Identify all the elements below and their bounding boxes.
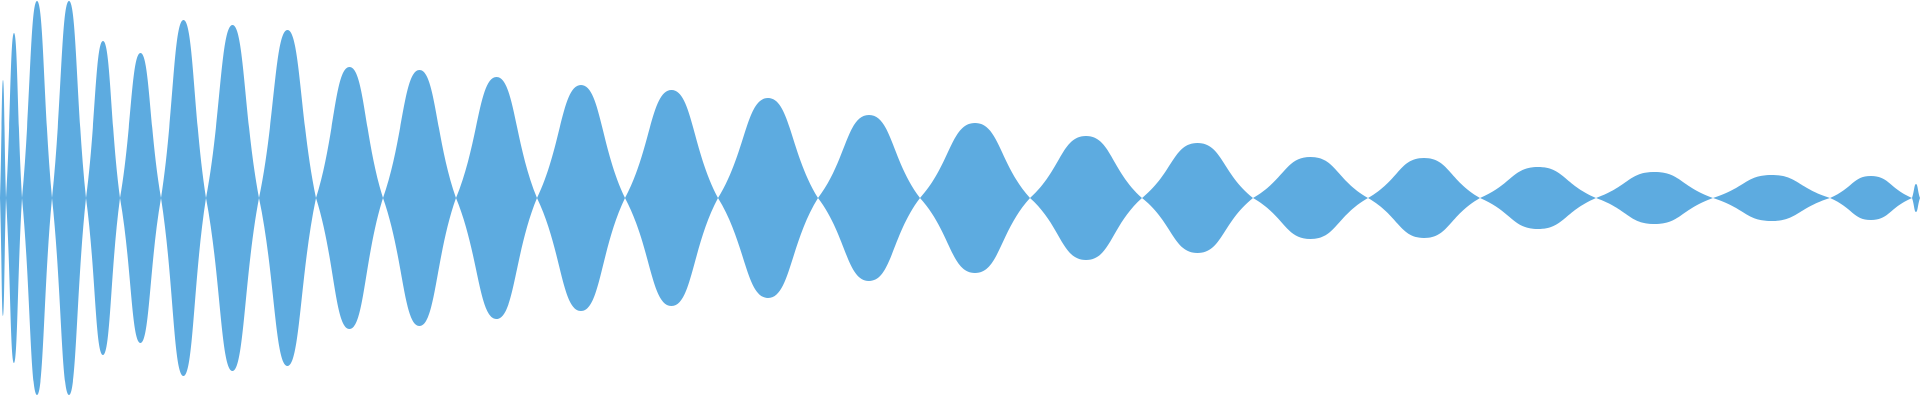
waveform-lobe xyxy=(1480,167,1596,229)
waveform-lobe xyxy=(818,115,920,281)
waveform-lobe xyxy=(52,1,86,395)
waveform-lobe xyxy=(1912,184,1920,212)
waveform-lobe xyxy=(120,53,161,343)
waveform-lobe xyxy=(718,98,818,298)
waveform-lobe xyxy=(1253,157,1368,239)
waveform-lobe xyxy=(1596,172,1713,224)
waveform-lobe xyxy=(537,85,625,311)
waveform-lobe xyxy=(1142,143,1253,253)
waveform-lobe xyxy=(22,1,52,395)
waveform-lobe xyxy=(1713,175,1830,221)
waveform-lobe xyxy=(456,77,537,319)
waveform-lobe xyxy=(1368,158,1480,238)
waveform-lobe xyxy=(383,70,456,326)
waveform-lobe xyxy=(161,20,206,376)
waveform-lobe xyxy=(259,30,316,366)
waveform-lobe xyxy=(625,90,718,306)
waveform-lobe xyxy=(206,25,259,371)
waveform-lobe xyxy=(316,67,383,329)
waveform-lobe xyxy=(920,123,1030,273)
waveform-lobe xyxy=(86,41,120,355)
waveform-lobe xyxy=(1030,136,1142,260)
waveform-lobe xyxy=(0,80,6,316)
waveform-lobe xyxy=(1830,176,1912,220)
waveform-lobe xyxy=(6,33,22,363)
